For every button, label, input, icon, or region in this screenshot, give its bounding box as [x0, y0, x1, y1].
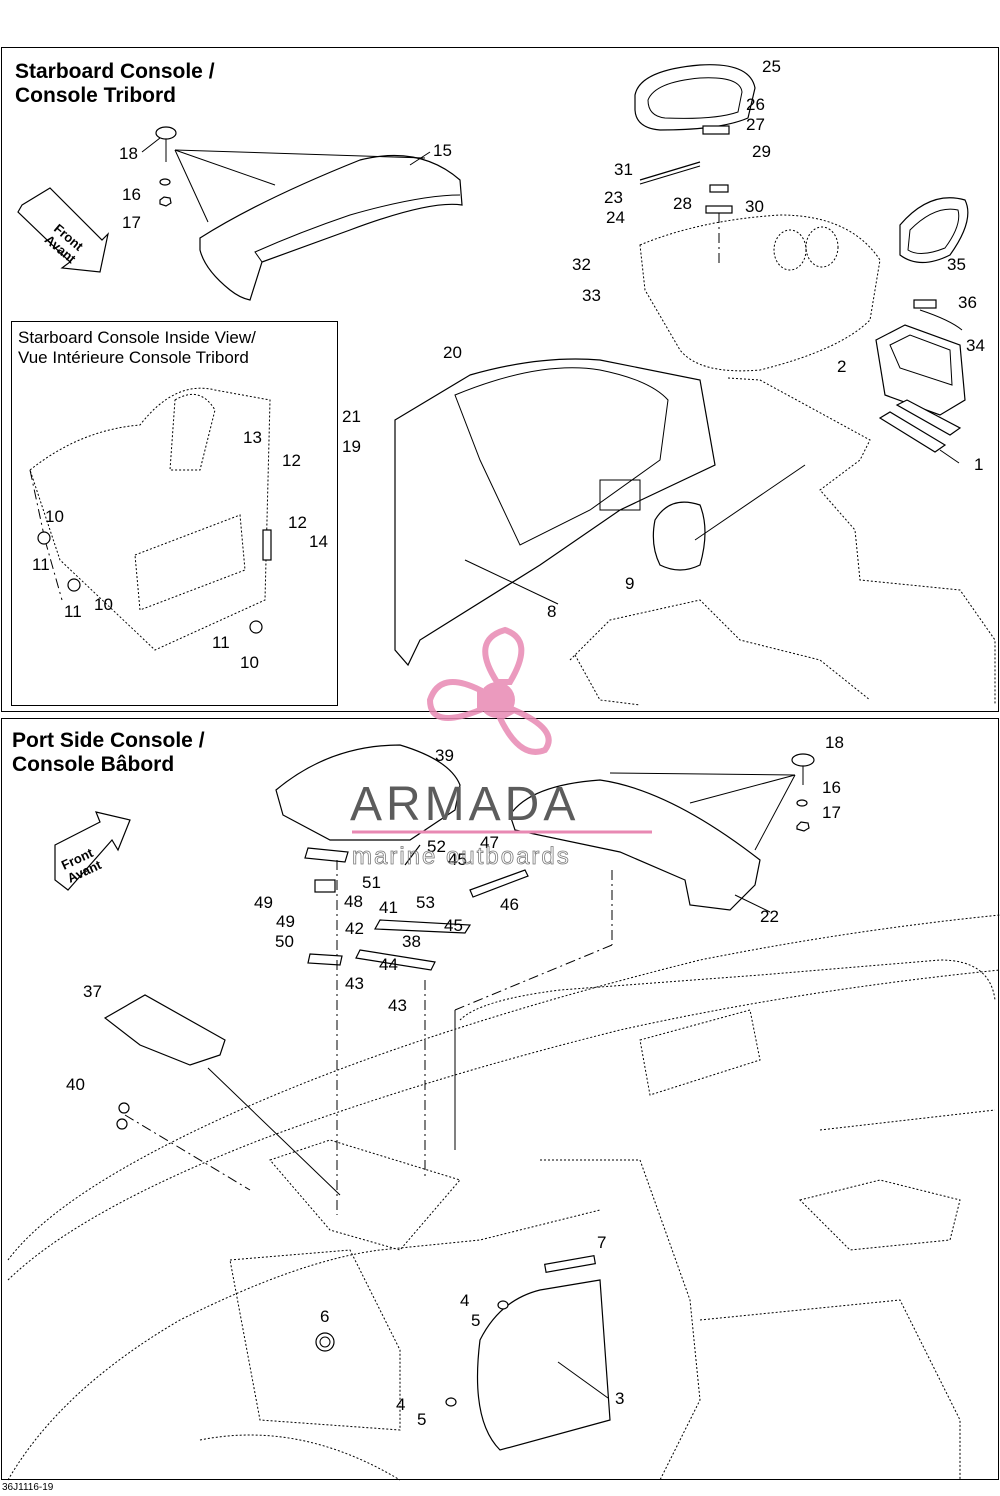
cover-37	[103, 994, 226, 1066]
panel-3	[476, 1279, 611, 1451]
callout: 39	[435, 746, 454, 765]
callout: 16	[122, 185, 141, 204]
callout: 38	[402, 932, 421, 951]
callout: 46	[500, 895, 519, 914]
callout: 11	[64, 602, 82, 621]
callout: 8	[547, 602, 556, 621]
callout: 50	[275, 932, 294, 951]
callout: 2	[837, 357, 846, 376]
callout: 27	[746, 115, 765, 134]
port-console-title: Port Side Console / Console Bâbord	[12, 729, 205, 776]
callout: 51	[362, 873, 381, 892]
callout: 45	[448, 850, 467, 869]
callout: 9	[625, 574, 634, 593]
callout: 34	[966, 336, 985, 355]
callout: 15	[433, 141, 452, 160]
callout: 26	[746, 95, 765, 114]
armrest-15	[199, 154, 463, 301]
dashboard-assembly	[634, 64, 969, 372]
callout: 49	[254, 893, 273, 912]
watermark-brand: ARMADA	[350, 778, 579, 831]
callout: 21	[342, 407, 361, 426]
callout: 6	[320, 1307, 329, 1326]
starboard-console-title: Starboard Console / Console Tribord	[15, 60, 215, 107]
callout: 24	[606, 208, 625, 227]
callout: 33	[582, 286, 601, 305]
strip-7	[543, 1255, 597, 1273]
callout: 19	[342, 437, 361, 456]
callout: 1	[974, 455, 983, 474]
drain-plug-6	[315, 1332, 335, 1352]
callout: 13	[243, 428, 262, 447]
callout-leaders	[141, 137, 960, 1399]
callout: 17	[122, 213, 141, 232]
bolt-18-bottom	[609, 753, 815, 851]
diagram-code: 36J1116-19	[2, 1482, 54, 1493]
callout: 12	[282, 451, 301, 470]
callout: 10	[94, 595, 113, 614]
callout: 41	[379, 898, 398, 917]
callout: 12	[288, 513, 307, 532]
callout: 52	[427, 837, 446, 856]
callout: 20	[443, 343, 462, 362]
callout: 17	[822, 803, 841, 822]
callout: 42	[345, 919, 364, 938]
callout: 11	[32, 555, 50, 574]
callout: 45	[444, 916, 463, 935]
callout: 23	[604, 188, 623, 207]
callout: 36	[958, 293, 977, 312]
inside-view-console	[29, 387, 272, 651]
hinge-hardware	[304, 844, 529, 971]
lid-39	[275, 744, 461, 841]
inside-view-title: Starboard Console Inside View/ Vue Intér…	[18, 328, 256, 367]
callouts-bottom: 39 18 16 17 52 45 47 51 48 49 53 46 45 4…	[66, 733, 844, 1429]
armrest-22	[509, 779, 761, 911]
callout: 37	[83, 982, 102, 1001]
console-shell-8	[394, 358, 716, 667]
bolt-18-top	[155, 126, 426, 223]
callout: 53	[416, 893, 435, 912]
callout: 25	[762, 57, 781, 76]
callout: 48	[344, 892, 363, 911]
callout: 35	[947, 255, 966, 274]
watermark-tagline: marine outboards	[352, 843, 571, 870]
callout: 44	[379, 955, 398, 974]
callout: 29	[752, 142, 771, 161]
armada-watermark-logo	[426, 626, 552, 755]
callout: 32	[572, 255, 591, 274]
callout: 10	[240, 653, 259, 672]
callout: 10	[45, 507, 64, 526]
callout: 16	[822, 778, 841, 797]
front-arrow-bottom: FrontAvant	[54, 811, 131, 891]
callout: 43	[388, 996, 407, 1015]
callout: 3	[615, 1389, 624, 1408]
inside-view-inset: Starboard Console Inside View/ Vue Intér…	[11, 321, 338, 706]
callouts-top: 25 26 27 31 29 23 28 30 24 32 33 35 36 3…	[32, 57, 985, 672]
callout: 5	[471, 1311, 480, 1330]
callout: 22	[760, 907, 779, 926]
callout: 11	[212, 633, 230, 652]
callout: 43	[345, 974, 364, 993]
callout: 18	[825, 733, 844, 752]
hull-outline-top	[569, 377, 996, 706]
bracket-1	[878, 399, 962, 453]
callout: 5	[417, 1410, 426, 1429]
callout: 31	[614, 160, 633, 179]
bezel-9	[652, 501, 706, 571]
callout: 47	[480, 833, 499, 852]
glovebox-34	[875, 299, 966, 416]
callout: 49	[276, 912, 295, 931]
callout: 4	[396, 1395, 405, 1414]
front-arrow-top: FrontAvant	[17, 187, 110, 273]
callout: 7	[597, 1233, 606, 1252]
callout: 18	[119, 144, 138, 163]
callout: 30	[745, 197, 764, 216]
callout: 14	[309, 532, 328, 551]
callout: 28	[673, 194, 692, 213]
callout: 40	[66, 1075, 85, 1094]
callout: 4	[460, 1291, 469, 1310]
